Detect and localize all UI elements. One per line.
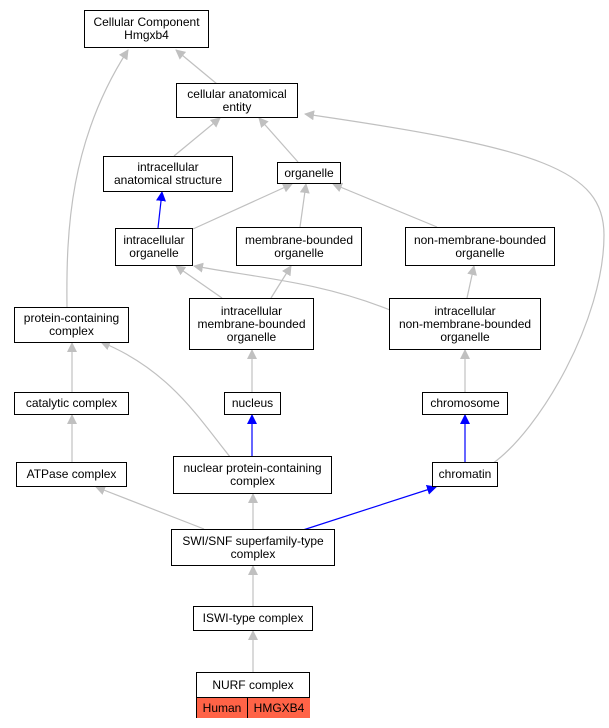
node-cellular-component-root[interactable]: Cellular Component Hmgxb4	[84, 10, 209, 48]
edge-imbo-mbo	[270, 265, 292, 299]
edge-pcc-root	[66, 49, 129, 309]
gene-hmgxb4-cell: HMGXB4	[247, 698, 310, 718]
nurf-annotation-row: Human HMGXB4	[197, 698, 310, 718]
node-intracellular-anatomical-structure[interactable]: intracellular anatomical structure	[103, 156, 233, 192]
nurf-complex-label: NURF complex	[197, 673, 309, 698]
node-intracellular-organelle[interactable]: intracellular organelle	[115, 228, 193, 266]
node-catalytic-complex[interactable]: catalytic complex	[14, 392, 129, 415]
edge-swi-atp	[95, 485, 205, 530]
node-swi-snf-superfamily-type-complex[interactable]: SWI/SNF superfamily-type complex	[171, 529, 335, 566]
node-intracellular-non-membrane-bounded-organelle[interactable]: intracellular non-membrane-bounded organ…	[389, 298, 541, 350]
edge-nmbo-org	[332, 182, 438, 228]
node-organelle[interactable]: organelle	[277, 162, 341, 184]
edge-cae-root	[175, 49, 218, 85]
node-nurf-complex[interactable]: NURF complex Human HMGXB4	[196, 672, 310, 718]
node-membrane-bounded-organelle[interactable]: membrane-bounded organelle	[236, 227, 362, 266]
edge-io-org	[192, 183, 293, 230]
edge-imbo-io	[175, 265, 223, 299]
node-chromatin[interactable]: chromatin	[432, 462, 498, 487]
edge-mbo-org	[299, 183, 310, 228]
edge-swi-chromatin	[302, 485, 437, 531]
node-iswi-type-complex[interactable]: ISWI-type complex	[193, 606, 313, 631]
node-cellular-anatomical-entity[interactable]: cellular anatomical entity	[176, 83, 298, 118]
species-human-cell: Human	[197, 698, 247, 718]
node-nucleus[interactable]: nucleus	[224, 392, 281, 415]
edge-io-ias	[156, 191, 166, 229]
edge-inmbo-io	[193, 262, 391, 311]
node-atpase-complex[interactable]: ATPase complex	[16, 462, 127, 487]
edge-npcc-pcc	[100, 340, 232, 459]
node-protein-containing-complex[interactable]: protein-containing complex	[14, 307, 129, 343]
node-chromosome[interactable]: chromosome	[422, 392, 508, 415]
edge-inmbo-nmbo	[466, 265, 477, 299]
node-non-membrane-bounded-organelle[interactable]: non-membrane-bounded organelle	[405, 227, 555, 266]
edge-chromatin-cae	[304, 110, 605, 465]
node-intracellular-membrane-bounded-organelle[interactable]: intracellular membrane-bounded organelle	[189, 298, 314, 350]
edge-ias-cae	[173, 117, 221, 157]
node-nuclear-protein-containing-complex[interactable]: nuclear protein-containing complex	[173, 456, 332, 494]
edge-org-cae	[258, 117, 299, 163]
